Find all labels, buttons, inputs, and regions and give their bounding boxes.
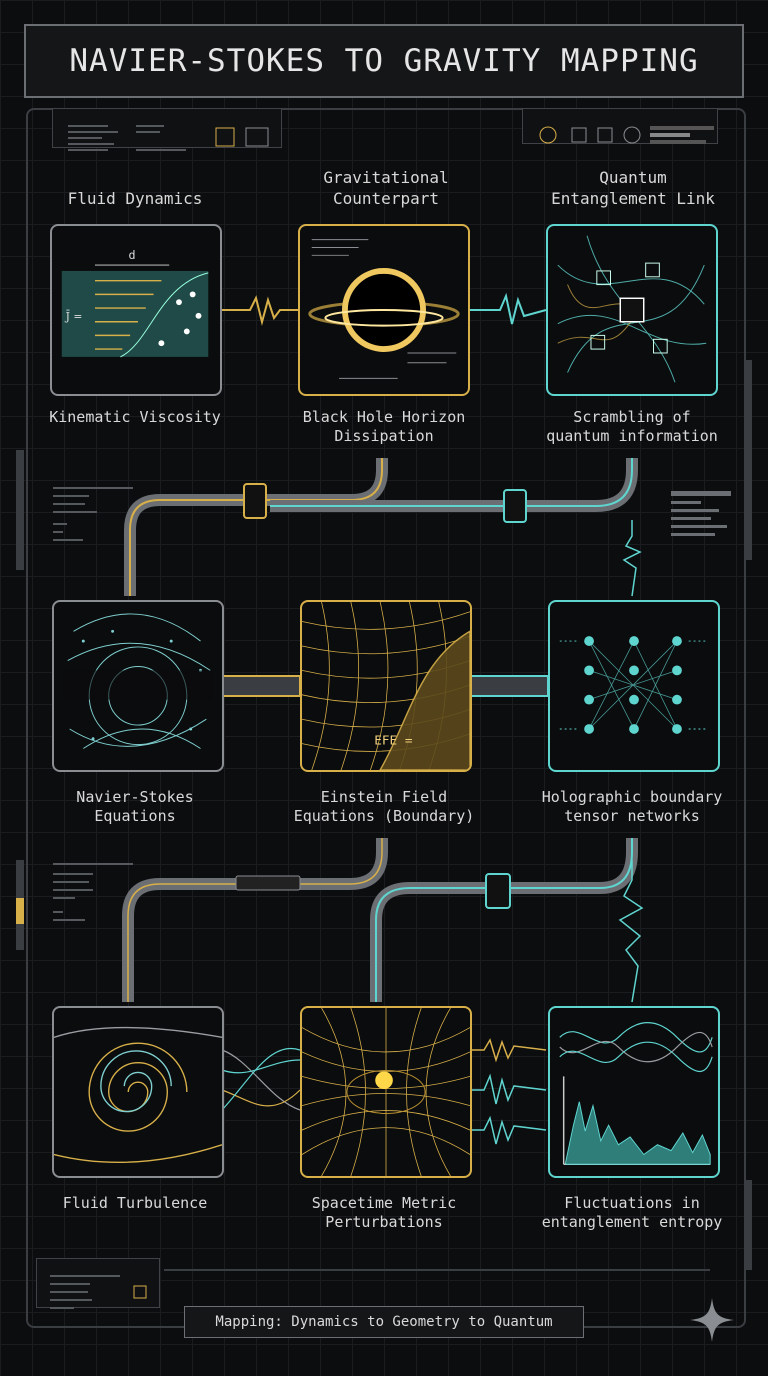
panel-einstein-field: EFE =	[300, 600, 472, 772]
caption-fluid-turbulence: Fluid Turbulence	[62, 1194, 208, 1212]
pipe-r2-to-r3-gray-glow	[127, 838, 383, 1002]
caption-quantum-scrambling: Scrambling of quantum information	[546, 408, 718, 445]
panel-spacetime-metric	[300, 1006, 472, 1178]
pipeline-readout-lines	[53, 863, 134, 921]
page-title: NAVIER-STOKES TO GRAVITY MAPPING	[69, 43, 699, 79]
d-label: d	[129, 248, 136, 262]
caption-black-hole: Black Hole Horizon Dissipation	[302, 408, 466, 445]
efe-label: EFE =	[374, 733, 413, 748]
turbulence-vortex-icon	[54, 1026, 222, 1163]
caption-einstein-field: Einstein Field Equations (Boundary)	[293, 788, 475, 825]
pipe-r1-quantum-glow	[270, 458, 633, 507]
pipeline-readout	[40, 470, 160, 541]
quantum-signal-r1	[622, 520, 642, 597]
pipe-r2-to-r3-gray	[122, 838, 388, 1002]
caption-entanglement-entropy: Fluctuations in entanglement entropy	[541, 1194, 723, 1231]
pipe-coupler	[243, 483, 267, 519]
chip-readout-lines	[50, 1275, 147, 1309]
meter-readout-bars	[671, 491, 732, 536]
caption-navier-stokes: Navier-Stokes Equations	[76, 788, 194, 825]
link-r3-gravity-quantum	[470, 1038, 547, 1145]
footer-label: Mapping: Dynamics to Geometry to Quantum	[184, 1306, 584, 1338]
vector-field-icon	[63, 613, 213, 749]
panel-kinematic-viscosity: d J̄ =	[50, 224, 222, 396]
chip-readout	[36, 1258, 160, 1309]
pipe-r1-to-r2-gold-glow	[129, 458, 383, 596]
footer-text: Mapping: Dynamics to Geometry to Quantum	[215, 1314, 553, 1330]
system-info-panel	[52, 108, 282, 151]
entropy-waveform-icon	[559, 1022, 713, 1166]
caption-kinematic-viscosity: Kinematic Viscosity	[49, 408, 221, 426]
pipe-coupler	[235, 875, 301, 891]
panel-entanglement-entropy	[548, 1006, 720, 1178]
j-label: J̄ =	[65, 310, 83, 323]
panel-black-hole	[298, 224, 470, 396]
tensor-network-icon	[559, 636, 709, 734]
column-heading-fluid: Fluid Dynamics	[67, 189, 203, 208]
panel-fluid-turbulence	[52, 1006, 224, 1178]
column-heading-gravity: Gravitational Counterpart	[323, 168, 449, 208]
pipe-r2-to-r3-cyan-glow	[375, 838, 633, 1002]
right-rail	[744, 1180, 752, 1270]
title-bar: NAVIER-STOKES TO GRAVITY MAPPING	[24, 24, 744, 98]
link-r2-gravity-quantum	[469, 675, 549, 697]
sparkle-icon	[690, 1298, 734, 1342]
pipe-r2-to-r3-cyan	[370, 838, 638, 1002]
link-r1-gravity-quantum	[470, 292, 547, 325]
pipe-coupler	[503, 489, 527, 523]
pipeline-readout-lines	[53, 487, 134, 541]
panel-quantum-scrambling	[546, 224, 718, 396]
spacetime-well-icon	[302, 1008, 470, 1176]
caption-tensor-networks: Holographic boundary tensor networks	[541, 788, 723, 825]
link-r1-fluid-gravity	[222, 295, 298, 326]
link-r2-fluid-gravity	[221, 675, 301, 697]
status-panel	[522, 108, 718, 144]
pipeline-readout	[40, 846, 160, 921]
curved-grid-icon: EFE =	[302, 602, 470, 770]
panel-tensor-networks	[548, 600, 720, 772]
viscosity-flow-icon: d J̄ =	[61, 248, 209, 358]
system-info-lines	[68, 125, 269, 151]
meter-readout	[658, 476, 732, 536]
left-rail-indicator	[16, 898, 24, 924]
entanglement-network-icon	[557, 235, 707, 383]
pipe-coupler	[485, 873, 511, 909]
link-r3-fluid-gravity	[221, 1047, 301, 1111]
panel-navier-stokes	[52, 600, 224, 772]
black-hole-icon	[308, 239, 460, 379]
left-rail	[16, 450, 24, 570]
right-rail	[744, 360, 752, 560]
pipe-r1-to-r2-gold	[124, 458, 388, 596]
column-heading-quantum: Quantum Entanglement Link	[551, 168, 715, 208]
quantum-signal-r2	[618, 860, 644, 1003]
status-panel-meters	[539, 126, 715, 144]
caption-spacetime-metric: Spacetime Metric Perturbations	[311, 1194, 457, 1231]
